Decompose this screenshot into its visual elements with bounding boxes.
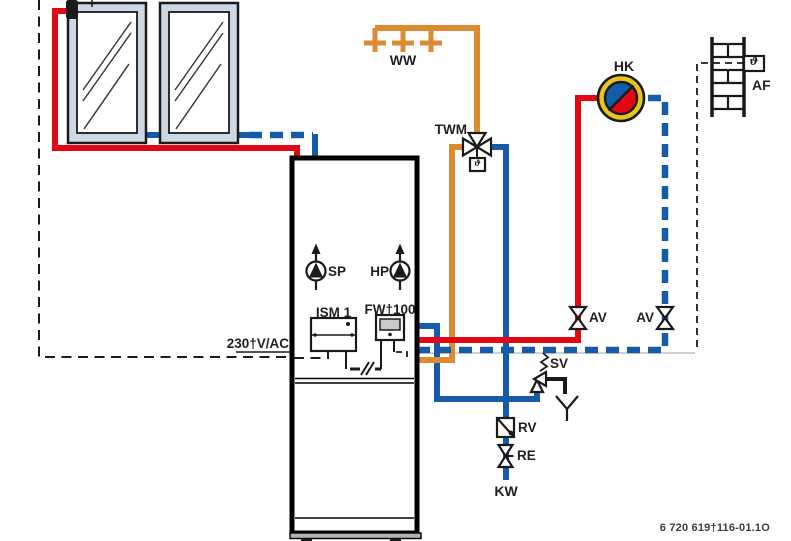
rv-check-valve <box>495 416 516 439</box>
re-valve <box>496 443 515 469</box>
hk-circuit-pump <box>596 73 646 123</box>
label-av2: AV <box>636 310 654 325</box>
collector-sensor-cable <box>38 0 291 358</box>
solar-pump-symbol <box>305 243 327 290</box>
heating-pump-symbol <box>389 243 411 290</box>
label-power: 230†V/AC <box>226 336 289 351</box>
label-hk: HK <box>613 58 635 74</box>
label-kw: KW <box>494 483 518 499</box>
label-av1: AV <box>589 310 607 325</box>
label-twm: TWM <box>434 122 467 137</box>
collector-temp-sensor <box>66 0 93 19</box>
av-valve-flow <box>567 305 589 331</box>
drain-funnel <box>555 395 579 421</box>
label-rv: RV <box>518 420 537 435</box>
label-fw: FW†100 <box>364 302 416 317</box>
solar-collector-1 <box>66 1 148 145</box>
twm-mixing-valve <box>461 131 493 173</box>
flow-pipes-red <box>52 8 599 343</box>
label-sp: SP <box>328 264 347 279</box>
label-ww: WW <box>389 52 417 68</box>
return-pipes-dashed <box>249 94 669 354</box>
document-code: 6 720 619†116-01.1O <box>659 522 770 534</box>
label-theta-af: ϑ <box>749 55 759 68</box>
label-sv: SV <box>550 356 569 371</box>
power-bus-wiring <box>236 351 381 376</box>
label-theta-twm: ϑ <box>474 158 481 168</box>
ism-module <box>309 316 358 369</box>
label-re: RE <box>517 448 536 463</box>
fw100-controller <box>374 313 408 369</box>
label-af: AF <box>752 77 771 93</box>
label-ism: ISM 1 <box>315 305 352 320</box>
af-outdoor-sensor-wall <box>710 37 766 117</box>
av-valve-return <box>654 305 676 331</box>
solar-collector-2 <box>158 1 240 145</box>
sv-safety-valve <box>529 352 567 394</box>
dhw-pipes <box>364 25 480 363</box>
label-hp: HP <box>370 264 389 279</box>
